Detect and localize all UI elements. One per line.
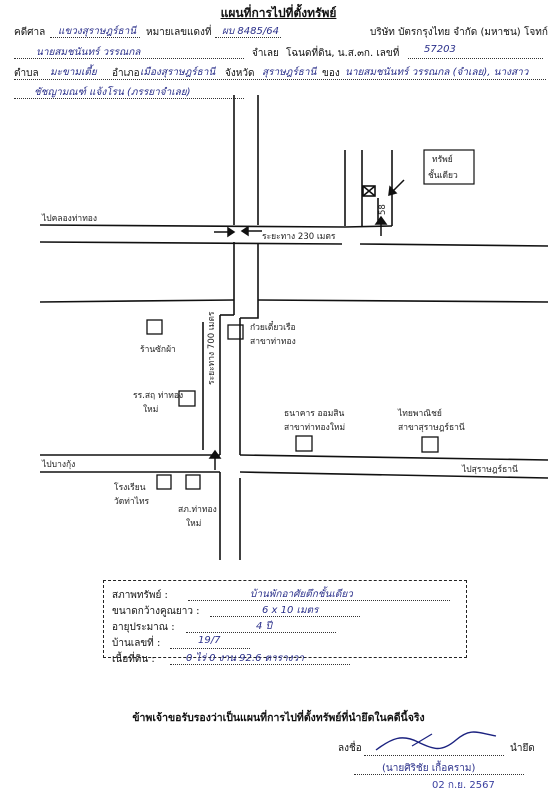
label-hospital-1: โรงเรียน xyxy=(114,482,146,493)
landmark-bank-scb xyxy=(421,436,439,453)
case-court: แขวงสุราษฎร์ธานี xyxy=(58,26,137,37)
label-school-left-1: รร.สฤ ท่าทอง xyxy=(133,391,183,401)
age-label: อายุประมาณ : xyxy=(112,622,175,633)
area-label: เนื้อที่ดิน : xyxy=(112,654,155,665)
deed-label: โฉนดที่ดิน, น.ส.๓ก. เลขที่ xyxy=(286,48,400,59)
defendant-label: จำเลย xyxy=(252,48,279,59)
label-target-1: ทรัพย์ xyxy=(432,154,453,165)
landmark-noodle xyxy=(227,324,244,340)
property-box xyxy=(103,580,467,658)
target-house xyxy=(362,185,376,197)
sign-label: ลงชื่อ xyxy=(338,743,362,754)
deed-number: 57203 xyxy=(424,44,456,55)
road-lower-bottom-right xyxy=(239,471,549,479)
label-school-left-2: ใหม่ xyxy=(143,404,158,415)
dotline xyxy=(408,58,543,59)
arrow-head-2 xyxy=(240,225,249,237)
label-hospital-2: วัดท่าไทร xyxy=(114,496,150,507)
dotline xyxy=(186,632,336,633)
road-upper-top-edge xyxy=(39,224,393,228)
dotline xyxy=(354,774,524,775)
subdistrict: มะขามเตี้ย xyxy=(50,67,97,78)
road-lower-top-right xyxy=(239,454,549,461)
label-soi-num: 58 xyxy=(378,204,388,215)
label-shop-left: ร้านซักผ้า xyxy=(140,344,176,355)
target-note-box xyxy=(423,149,475,185)
landmark-laundry xyxy=(146,319,163,335)
province: สุราษฎร์ธานี xyxy=(262,67,317,78)
dotline xyxy=(364,755,504,756)
label-to-bang-kung: ไปบางกุ้ง xyxy=(41,459,75,470)
district-label: อำเภอ xyxy=(112,68,140,79)
case-label: คดีศาล xyxy=(14,27,46,38)
dotline xyxy=(14,58,244,59)
label-shop-right-1: ก๋วยเตี๋ยวเรือ xyxy=(250,321,296,333)
house-no-label: บ้านเลขที่ : xyxy=(112,638,161,649)
road-upper-bottom-edge xyxy=(39,241,343,245)
landmark-bank-gsb xyxy=(295,435,313,452)
dotline xyxy=(170,648,250,649)
arrow-head-5 xyxy=(388,185,398,197)
subdistrict-label: ตำบล xyxy=(14,68,39,79)
signer-name: (นายศิริชัย เกื้อคราม) xyxy=(382,763,476,774)
area-value: 0 ไร่ 0 งาน 92.6 ตารางวา xyxy=(186,653,304,664)
size-value: 6 x 10 เมตร xyxy=(262,605,319,616)
arrow-head-1 xyxy=(227,226,236,238)
label-shop-right-2: สาขาท่าทอง xyxy=(250,337,296,347)
owner-name-line2: ชัชญามณฑ์ แจ้งโรน (ภรรยาจำเลย) xyxy=(34,87,191,98)
dotline xyxy=(14,79,546,80)
dotline xyxy=(215,37,281,38)
defendant-name: นายสมชนันทร์ วรรณกล xyxy=(36,47,141,58)
target-house-cross xyxy=(362,185,376,197)
road-mid-top-right xyxy=(257,299,549,303)
owner-label: ของ xyxy=(322,68,340,79)
date-stamp: 02 ก.ย. 2567 xyxy=(432,780,495,791)
arrow-head-4 xyxy=(208,449,222,459)
label-police-1: สภ.ท่าทอง xyxy=(178,505,217,515)
label-bank-2: สาขาท่าทองใหม่ xyxy=(284,422,345,433)
label-bank-3: ไทยพาณิชย์ xyxy=(397,408,442,419)
signature-scribble xyxy=(375,731,497,751)
landmark-school xyxy=(178,390,196,407)
signer-role: นำยึด xyxy=(510,743,535,754)
arrow-head-3 xyxy=(374,215,388,225)
house-no-value: 19/7 xyxy=(198,635,221,646)
dotline xyxy=(14,98,244,99)
label-bank-4: สาขาสุราษฎร์ธานี xyxy=(398,422,465,433)
type-label: สภาพทรัพย์ : xyxy=(112,590,168,601)
road-mid-top-left xyxy=(39,299,235,303)
black-no-label: หมายเลขแดงที่ xyxy=(146,27,212,38)
plaintiff-label: โจทก์ xyxy=(524,27,548,38)
type-value: บ้านพักอาศัยตึกชั้นเดียว xyxy=(250,589,353,600)
owner-name: นายสมชนันทร์ วรรณกล (จำเลย), นางสาว xyxy=(345,67,529,78)
label-bank-1: ธนาคาร ออมสิน xyxy=(284,409,344,419)
label-to-surat: ไปสุราษฎร์ธานี xyxy=(461,464,518,475)
dotline xyxy=(170,664,350,665)
road-main-connector3 xyxy=(240,300,259,319)
dotline xyxy=(188,600,450,601)
dotline xyxy=(50,37,140,38)
district: เมืองสุราษฎร์ธานี xyxy=(140,67,216,78)
road-upper-bottom-edge-right xyxy=(359,243,549,247)
province-label: จังหวัด xyxy=(225,68,255,79)
label-road-main: ระยะทาง 230 เมตร xyxy=(262,232,336,242)
certification-text: ข้าพเจ้าขอรับรองว่าเป็นแผนที่การไปที่ตั้… xyxy=(132,712,425,724)
label-target-2: ชั้นเดียว xyxy=(428,169,458,181)
company-name: บริษัท บัตรกรุงไทย จำกัด (มหาชน) xyxy=(370,27,521,38)
size-label: ขนาดกว้างคูณยาว : xyxy=(112,606,200,617)
label-to-khlong: ไปคลองท่าทอง xyxy=(41,213,97,224)
landmark-school2 xyxy=(156,474,172,490)
black-no: ผบ 8485/64 xyxy=(222,26,279,37)
document-title: แผนที่การไปที่ตั้งทรัพย์ xyxy=(220,6,337,20)
label-road-side: ระยะทาง 700 เมตร xyxy=(207,311,217,385)
label-police-2: ใหม่ xyxy=(186,518,201,529)
dotline xyxy=(210,616,360,617)
landmark-police xyxy=(185,474,201,490)
age-value: 4 ปี xyxy=(256,621,272,632)
